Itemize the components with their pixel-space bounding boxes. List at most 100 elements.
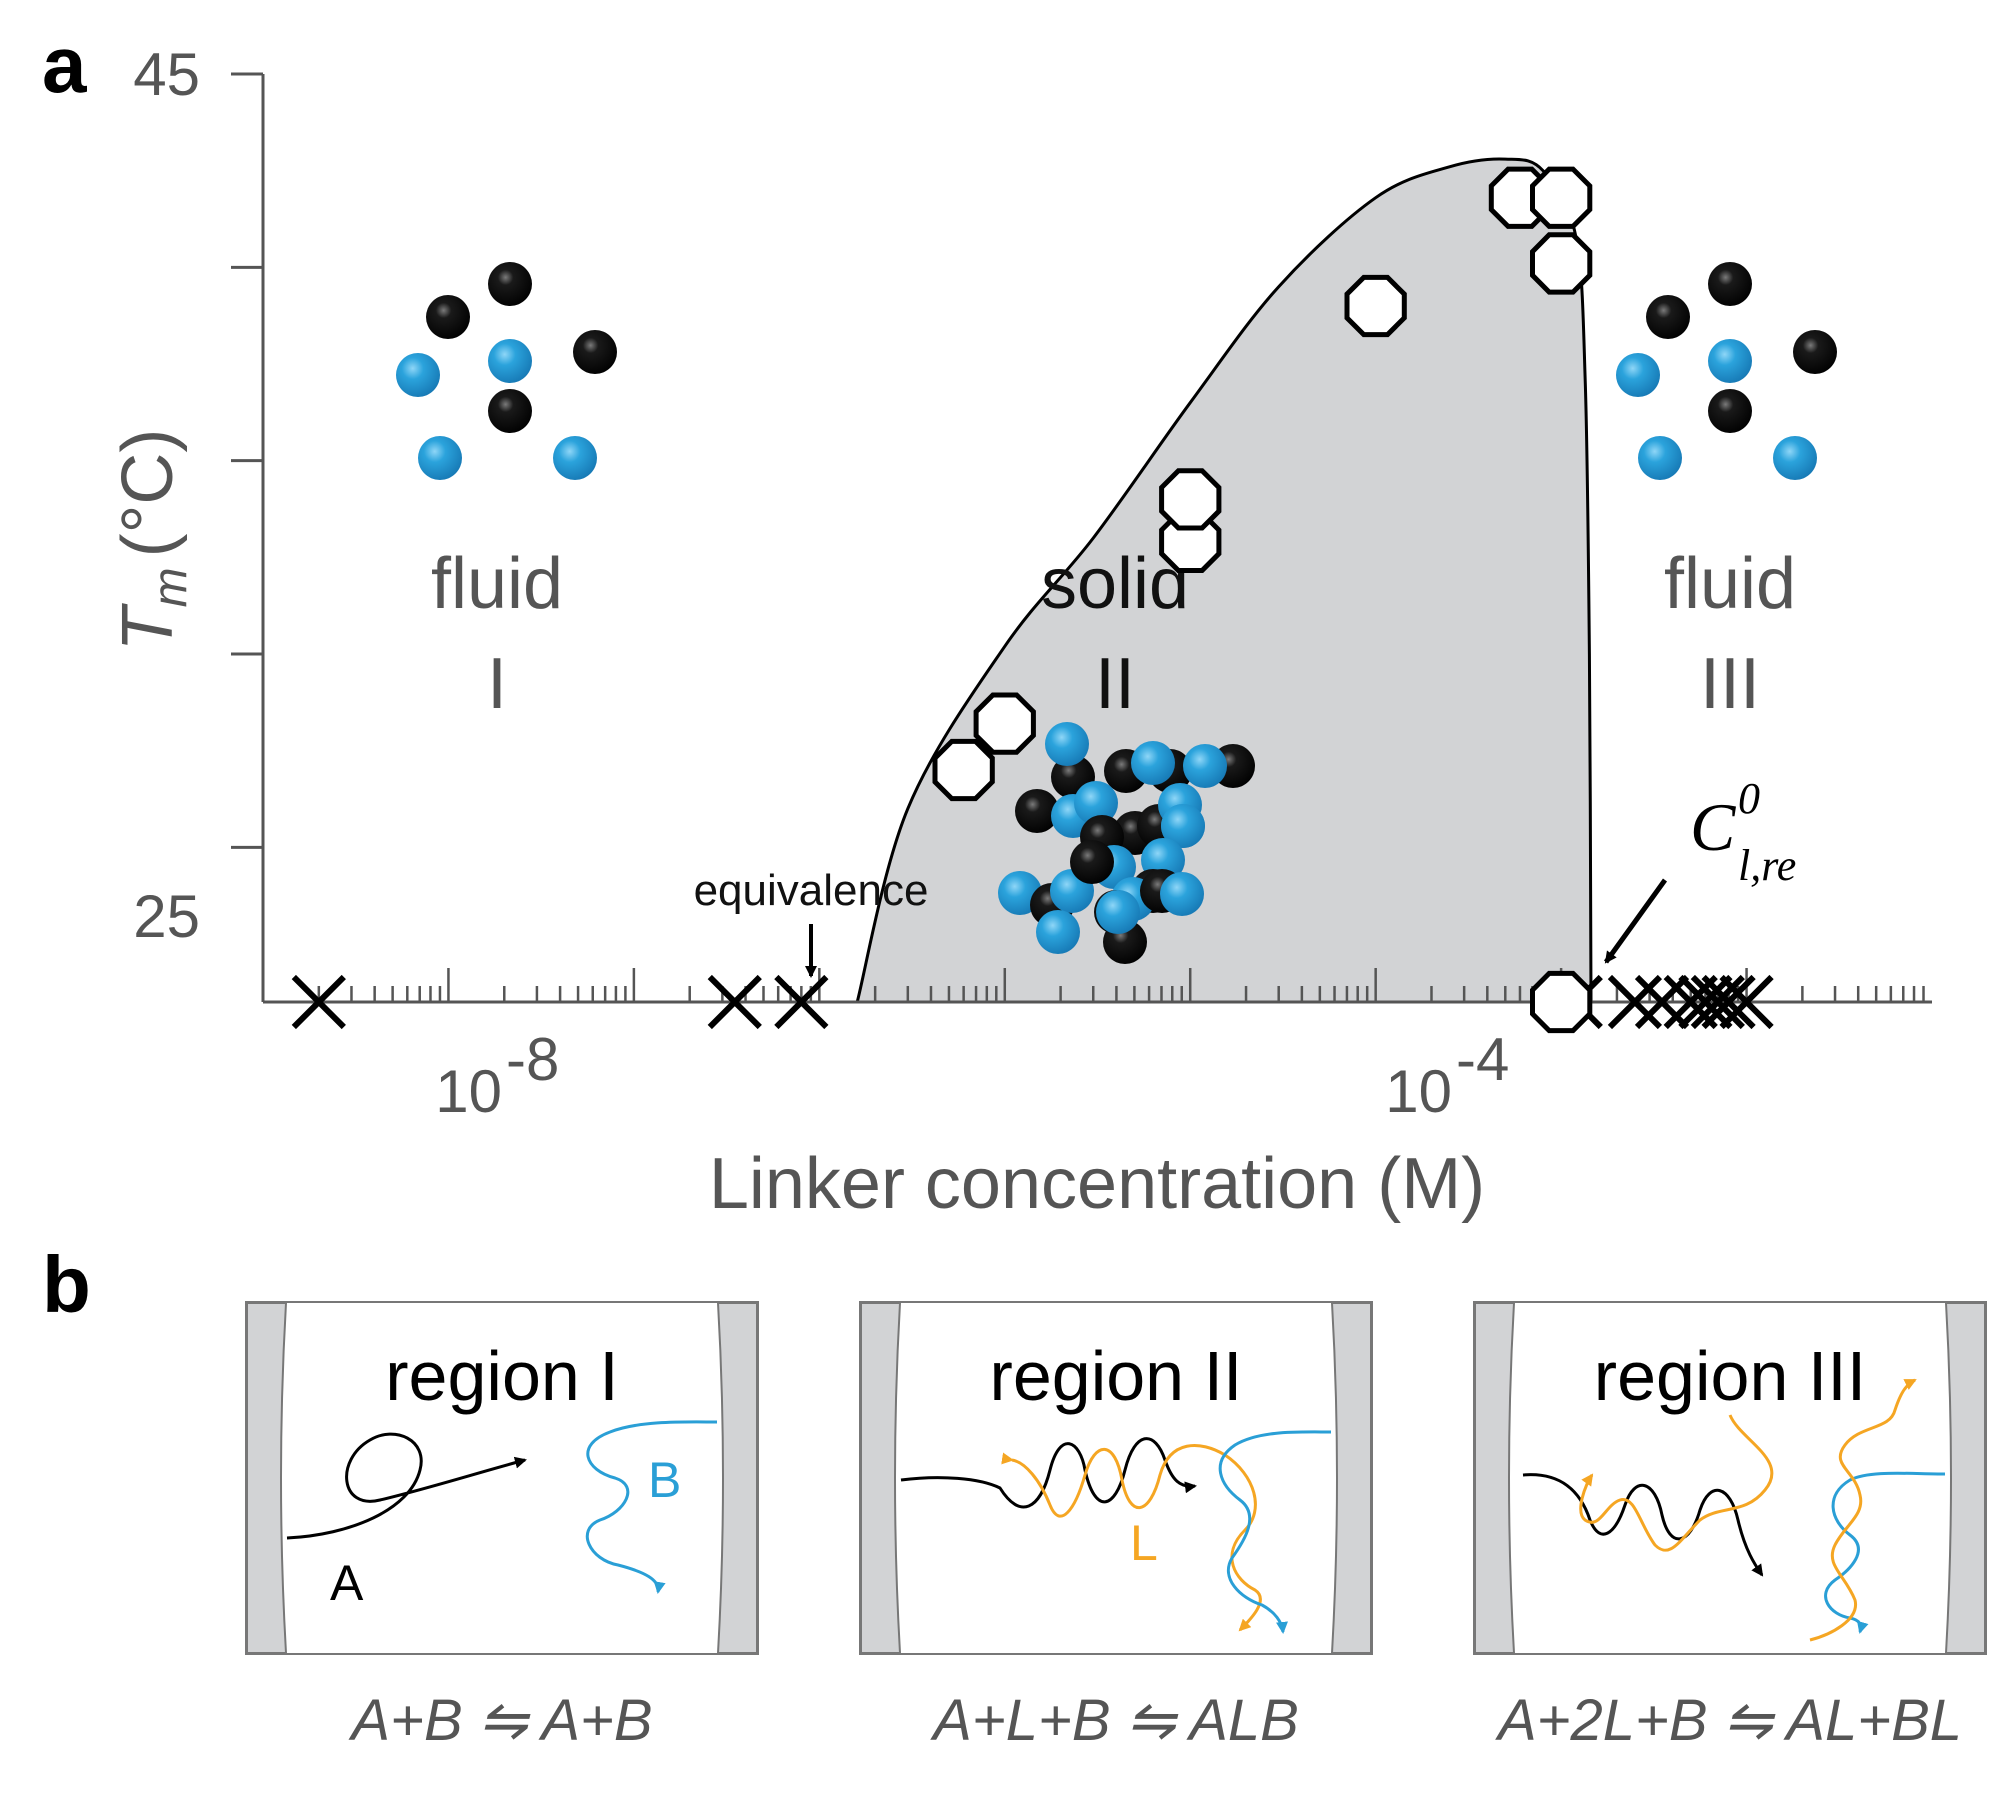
solid-octagon-marker [1530,232,1593,295]
blue-particle [1183,744,1227,788]
region-box-3-right-wall [1944,1302,1986,1654]
strand-b [585,1420,718,1594]
region-box-3-title: region III [1594,1337,1866,1415]
region-2-numeral: II [1095,644,1135,724]
y-tick-label-25: 25 [133,883,200,950]
blue-particle [1045,722,1089,766]
strand-l-label: L [1130,1515,1158,1571]
x-tick-1e-4-base: 10 [1385,1058,1452,1125]
panel-a: a 45 25 10 -8 10 -4 Linker concentration… [42,20,1932,1224]
fluid-x-marker [1634,974,1690,1030]
equivalence-label: equivalence [694,866,929,915]
solid-region-fill [857,158,1591,1002]
blue-particle [1131,741,1175,785]
fluid-x-marker [291,974,346,1030]
svg-text:Tm(°C): Tm (°C) [108,429,197,652]
particle-cluster-fluid-1 [396,262,617,480]
blue-particle [1638,436,1682,480]
blue-particle [1161,804,1205,848]
x-tick-1e-4-exponent: -4 [1456,1026,1509,1093]
black-particle [488,389,532,433]
strand-linker-b [1809,1378,1917,1642]
fluid-x-marker [1690,974,1745,1030]
x-tick-1e-8-base: 10 [435,1058,502,1125]
x-tick-label-1e-8: 10 [435,1058,502,1125]
strand-a [286,1432,527,1540]
black-particle [426,295,470,339]
fluid-x-marker [1663,974,1718,1030]
region-box-1-title: region I [385,1337,618,1415]
black-particle [1708,262,1752,306]
strand-b-label: B [648,1452,681,1508]
blue-particle [1708,339,1752,383]
blue-particle [1036,910,1080,954]
y-axis-label-subscript: m [144,567,197,607]
blue-particle [1096,890,1140,934]
region-box-2: region II L [859,1301,1373,1655]
panel-letter-b: b [42,1240,91,1329]
blue-particle [1616,353,1660,397]
strand-a-label: A [330,1555,364,1611]
blue-particle [418,436,462,480]
particle-cluster-fluid-3 [1616,262,1837,480]
panel-letter-a: a [42,20,87,109]
solid-octagon-marker [1530,166,1593,229]
fluid-x-marker [1701,974,1756,1030]
region-box-2-right-wall [1330,1302,1372,1654]
region-1-name: fluid [431,544,563,624]
fluid-x-marker [1607,974,1663,1030]
y-tick-label-45: 45 [133,41,200,108]
blue-particle [1074,781,1118,825]
blue-particle [488,339,532,383]
solid-octagon-marker [973,692,1036,755]
solid-octagon-marker [1530,970,1593,1034]
x-tick-label-1e-4: 10 [1385,1058,1452,1125]
region-3-name: fluid [1664,544,1796,624]
solid-octagon-marker [1159,468,1222,531]
phase-boundary-curve [855,157,1593,1003]
c-lre-symbol: C [1690,789,1736,865]
particle-cluster-solid [998,722,1255,964]
region-box-2-left-wall [860,1302,902,1654]
black-particle [1015,789,1059,833]
strand-a-with-linker [1522,1473,1764,1577]
region-box-1-left-wall [246,1302,288,1654]
y-axis-ticks [231,72,263,849]
x-tick-1e-8-exponent: -8 [506,1026,559,1093]
region-box-2-equation: A+L+B ⇋ ALB [930,1688,1299,1753]
y-axis-label: Tm (°C) [108,429,197,652]
black-particle [488,262,532,306]
strand-linker-a [1579,1414,1774,1552]
fluid-x-marker [1719,974,1774,1030]
fluid-x-marker [774,974,829,1030]
blue-particle [1773,436,1817,480]
region-box-2-title: region II [990,1337,1243,1415]
black-particle [1708,389,1752,433]
solid-octagon-markers [932,166,1593,1034]
blue-particle [1160,872,1204,916]
blue-particle [396,353,440,397]
region-3-numeral: III [1700,644,1760,724]
region-box-3-equation: A+2L+B ⇋ AL+BL [1495,1688,1962,1753]
blue-particle [553,436,597,480]
y-axis-label-unit: (°C) [108,429,188,558]
x-axis-label: Linker concentration (M) [709,1144,1485,1224]
region-box-3-left-wall [1474,1302,1516,1654]
strand-linker [1001,1443,1262,1632]
fluid-x-marker [1678,974,1733,1030]
region-box-3: region III [1473,1301,1987,1655]
solid-octagon-marker [932,738,995,802]
c-lre-subscript: l,re [1738,841,1796,890]
fluid-x-marker [707,974,762,1030]
black-particle [1793,330,1837,374]
panel-b: b region I A B A+B ⇋ A+B region II L A+L… [42,1240,1987,1753]
black-particle [1070,840,1114,884]
region-box-1-right-wall [716,1302,758,1654]
region-1-numeral: I [487,644,507,724]
y-axis-label-symbol: T [108,602,188,651]
black-particle [573,330,617,374]
fluid-x-markers [291,974,1774,1030]
black-particle [1646,295,1690,339]
region-box-1: region I A B [245,1301,759,1655]
